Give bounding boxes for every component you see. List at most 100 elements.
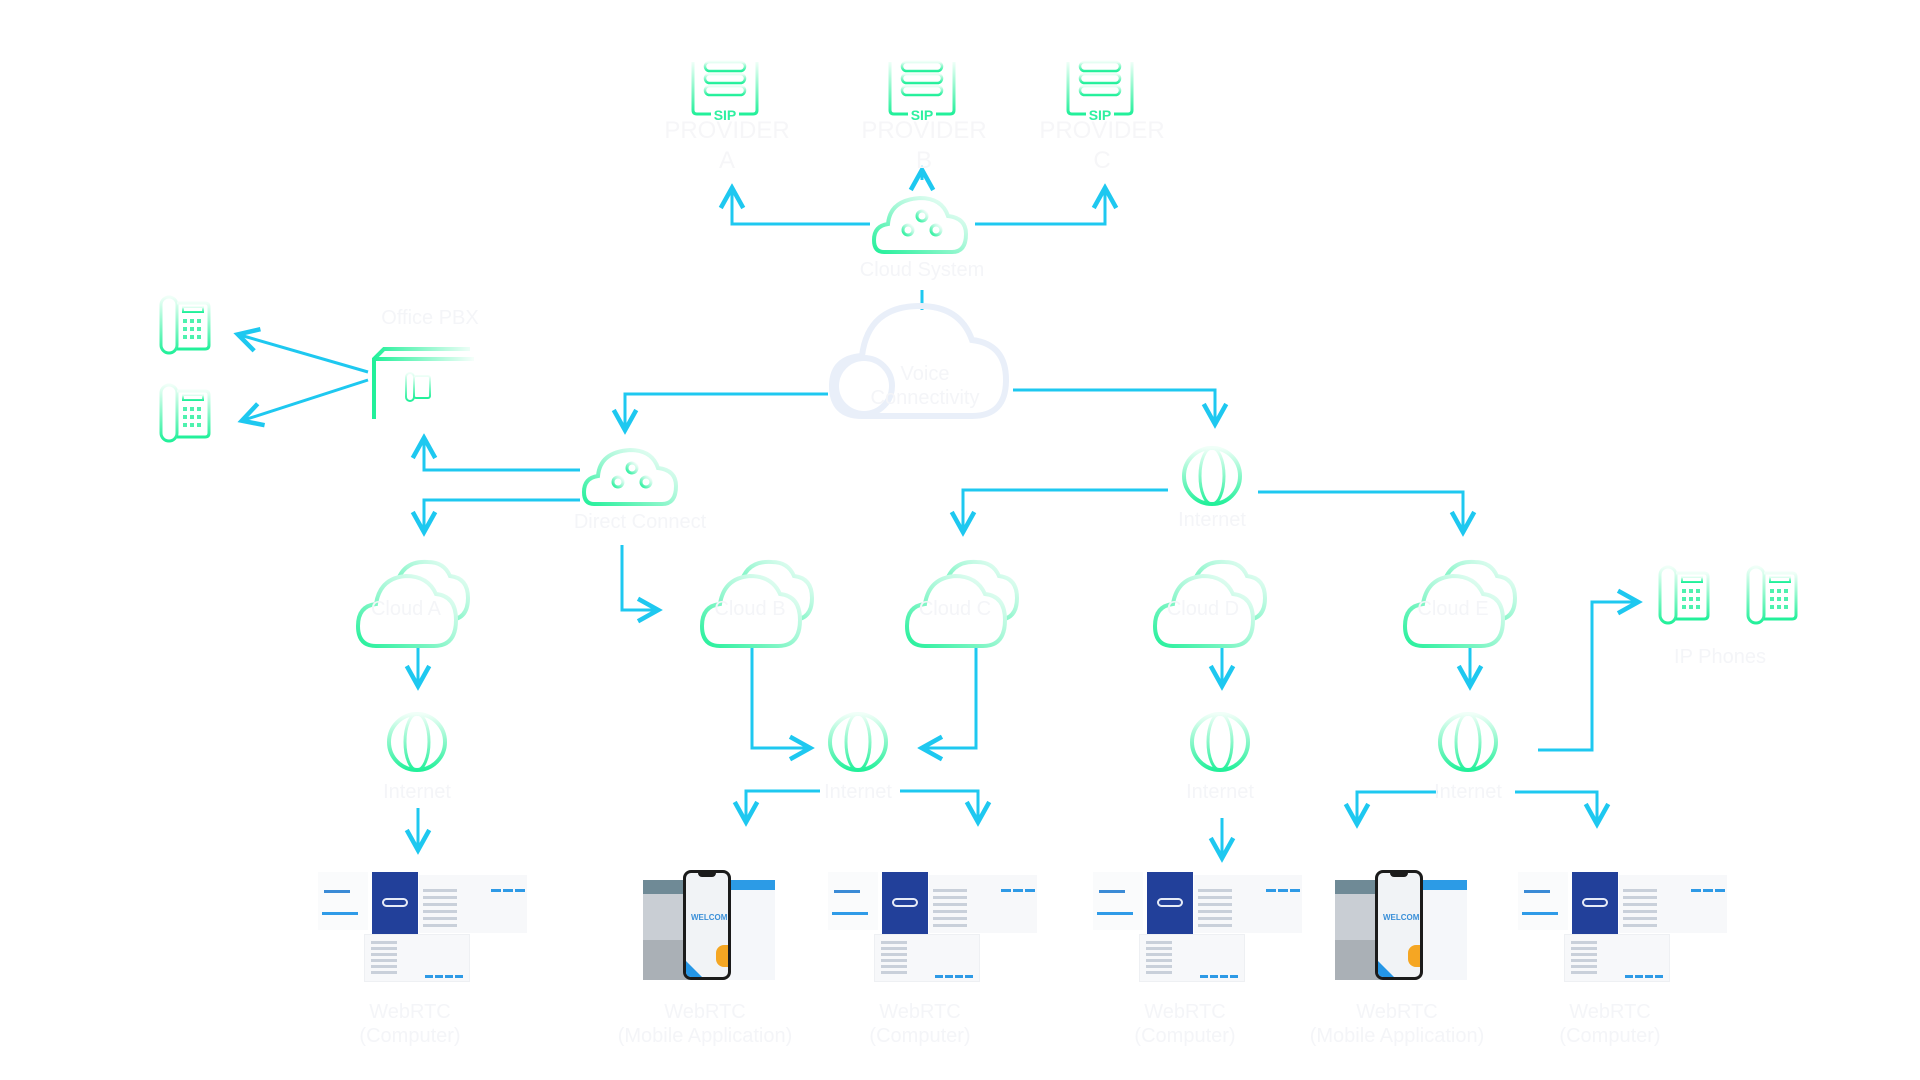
connector-arrows: [240, 172, 1636, 856]
endpoint-label-5: WebRTC (Computer): [1559, 1001, 1661, 1047]
arrow-pbx-to-phone-2: [244, 378, 369, 420]
globe-label-1: Internet: [824, 781, 892, 803]
call-panel: [1564, 934, 1670, 982]
sip-badge: SIP: [714, 107, 737, 123]
double-cloud-icon: [699, 559, 815, 648]
dialer-screen: [643, 880, 689, 980]
osd-logo: [382, 898, 408, 907]
arrow-cloud-to-internet: [1013, 388, 1215, 422]
pbx-label: Office PBX: [381, 307, 479, 329]
contacts-panel: [1194, 875, 1302, 933]
top-router-label: Cloud System: [859, 259, 985, 281]
cloud-label-2: Cloud C: [918, 598, 992, 620]
globe-label-2: Internet: [1186, 781, 1254, 803]
endpoint-label-4: WebRTC (Mobile Application): [1309, 1001, 1485, 1047]
arrow-router-to-cloud-b: [620, 545, 656, 610]
mobile-app-screenshot: WELCOME!: [643, 870, 775, 982]
arrow-to-provider-a: [732, 190, 870, 226]
sip-badge: SIP: [1089, 107, 1112, 123]
desk-phone-icon: [1658, 565, 1710, 625]
login-panel: [1518, 872, 1568, 930]
login-panel: [318, 872, 368, 930]
arrow-pbx-to-phone-1: [240, 335, 369, 374]
desktop-app-screenshot: [1093, 872, 1303, 984]
mobile-app-screenshot: WELCOME!: [1335, 870, 1467, 982]
provider-label-2: PROVIDER C: [1039, 117, 1165, 174]
brand-panel: [1572, 872, 1618, 934]
cloud-icon: [828, 302, 1010, 419]
cloud-label-4: Cloud E: [1417, 598, 1489, 620]
endpoint-label-2: WebRTC (Computer): [869, 1001, 971, 1047]
globe-icon: [1182, 446, 1242, 506]
desktop-app-screenshot: [1518, 872, 1728, 984]
direct-router-icon: [581, 447, 679, 506]
welcome-text: WELCOME!: [1383, 913, 1423, 922]
double-cloud-icon: [1402, 559, 1518, 648]
globe-icon: [387, 712, 447, 772]
call-panel: [874, 934, 980, 982]
contacts-panel: [1619, 875, 1727, 933]
login-panel: [1093, 872, 1143, 930]
desk-phone-icon: [159, 295, 211, 355]
direct-router-label: Direct Connect: [573, 511, 707, 533]
arrow-globe-4-to-mobile: [1357, 790, 1438, 822]
phone-frame: WELCOME!: [1375, 870, 1423, 980]
contacts-screen: [729, 880, 775, 980]
arrow-globe-2-to-computer: [900, 789, 978, 820]
sip-server-icon: SIP: [1066, 60, 1134, 123]
endpoint-label-0: WebRTC (Computer): [359, 1001, 461, 1047]
arrow-globe-4-to-computer: [1515, 790, 1597, 822]
desktop-app-screenshot: [828, 872, 1038, 984]
ip-phones-label: IP Phones: [1674, 646, 1766, 668]
cloud-label-1: Cloud B: [714, 598, 786, 620]
double-cloud-icon: [355, 559, 471, 648]
brand-panel: [372, 872, 418, 934]
sip-server-icon: SIP: [691, 60, 759, 123]
arrow-cloud-b-to-globe: [750, 648, 808, 748]
phone-frame: WELCOME!: [683, 870, 731, 980]
arrow-globe-to-ip-phones: [1538, 602, 1636, 752]
arrow-globe-2-to-mobile: [746, 789, 820, 820]
double-cloud-icon: [1152, 559, 1268, 648]
desk-phone-icon: [1746, 565, 1798, 625]
cloud-label-3: Cloud D: [1166, 598, 1240, 620]
arrow-router-to-pbx: [424, 440, 580, 472]
endpoint-label-1: WebRTC (Mobile Application): [617, 1001, 793, 1047]
arrow-cloud-c-to-globe: [924, 648, 978, 748]
call-panel: [364, 934, 470, 982]
welcome-text: WELCOME!: [691, 913, 731, 922]
arrow-to-provider-c: [975, 190, 1105, 226]
osd-logo: [892, 898, 918, 907]
pbx-box-icon: [372, 347, 474, 422]
top-router-icon: [871, 195, 969, 254]
dialer-screen: [1335, 880, 1381, 980]
provider-label-0: PROVIDER A: [664, 117, 790, 174]
call-panel: [1139, 934, 1245, 982]
globe-label-0: Internet: [383, 781, 451, 803]
globe-icon: [1190, 712, 1250, 772]
globe-icon: [828, 712, 888, 772]
desk-phone-icon: [159, 383, 211, 443]
endpoint-label-3: WebRTC (Computer): [1134, 1001, 1236, 1047]
globe-icon: [1438, 712, 1498, 772]
arrow-internet-to-cloud-d: [1258, 490, 1463, 530]
cloud-label-0: Cloud A: [370, 598, 442, 620]
osd-logo: [1582, 898, 1608, 907]
arrow-internet-to-cloud-c: [963, 488, 1168, 530]
contacts-screen: [1421, 880, 1467, 980]
contacts-panel: [929, 875, 1037, 933]
diagram-icons: SIP SIP SIP: [159, 60, 1798, 772]
globe-label-3: Internet: [1434, 781, 1502, 803]
login-panel: [828, 872, 878, 930]
desktop-app-screenshot: [318, 872, 528, 984]
internet-hub-label: Internet: [1178, 509, 1246, 531]
arrow-cloud-to-direct-router: [625, 392, 828, 428]
brand-panel: [1147, 872, 1193, 934]
brand-panel: [882, 872, 928, 934]
double-cloud-icon: [904, 559, 1020, 648]
osd-logo: [1157, 898, 1183, 907]
contacts-panel: [419, 875, 527, 933]
sip-server-icon: SIP: [888, 60, 956, 123]
sip-badge: SIP: [911, 107, 934, 123]
